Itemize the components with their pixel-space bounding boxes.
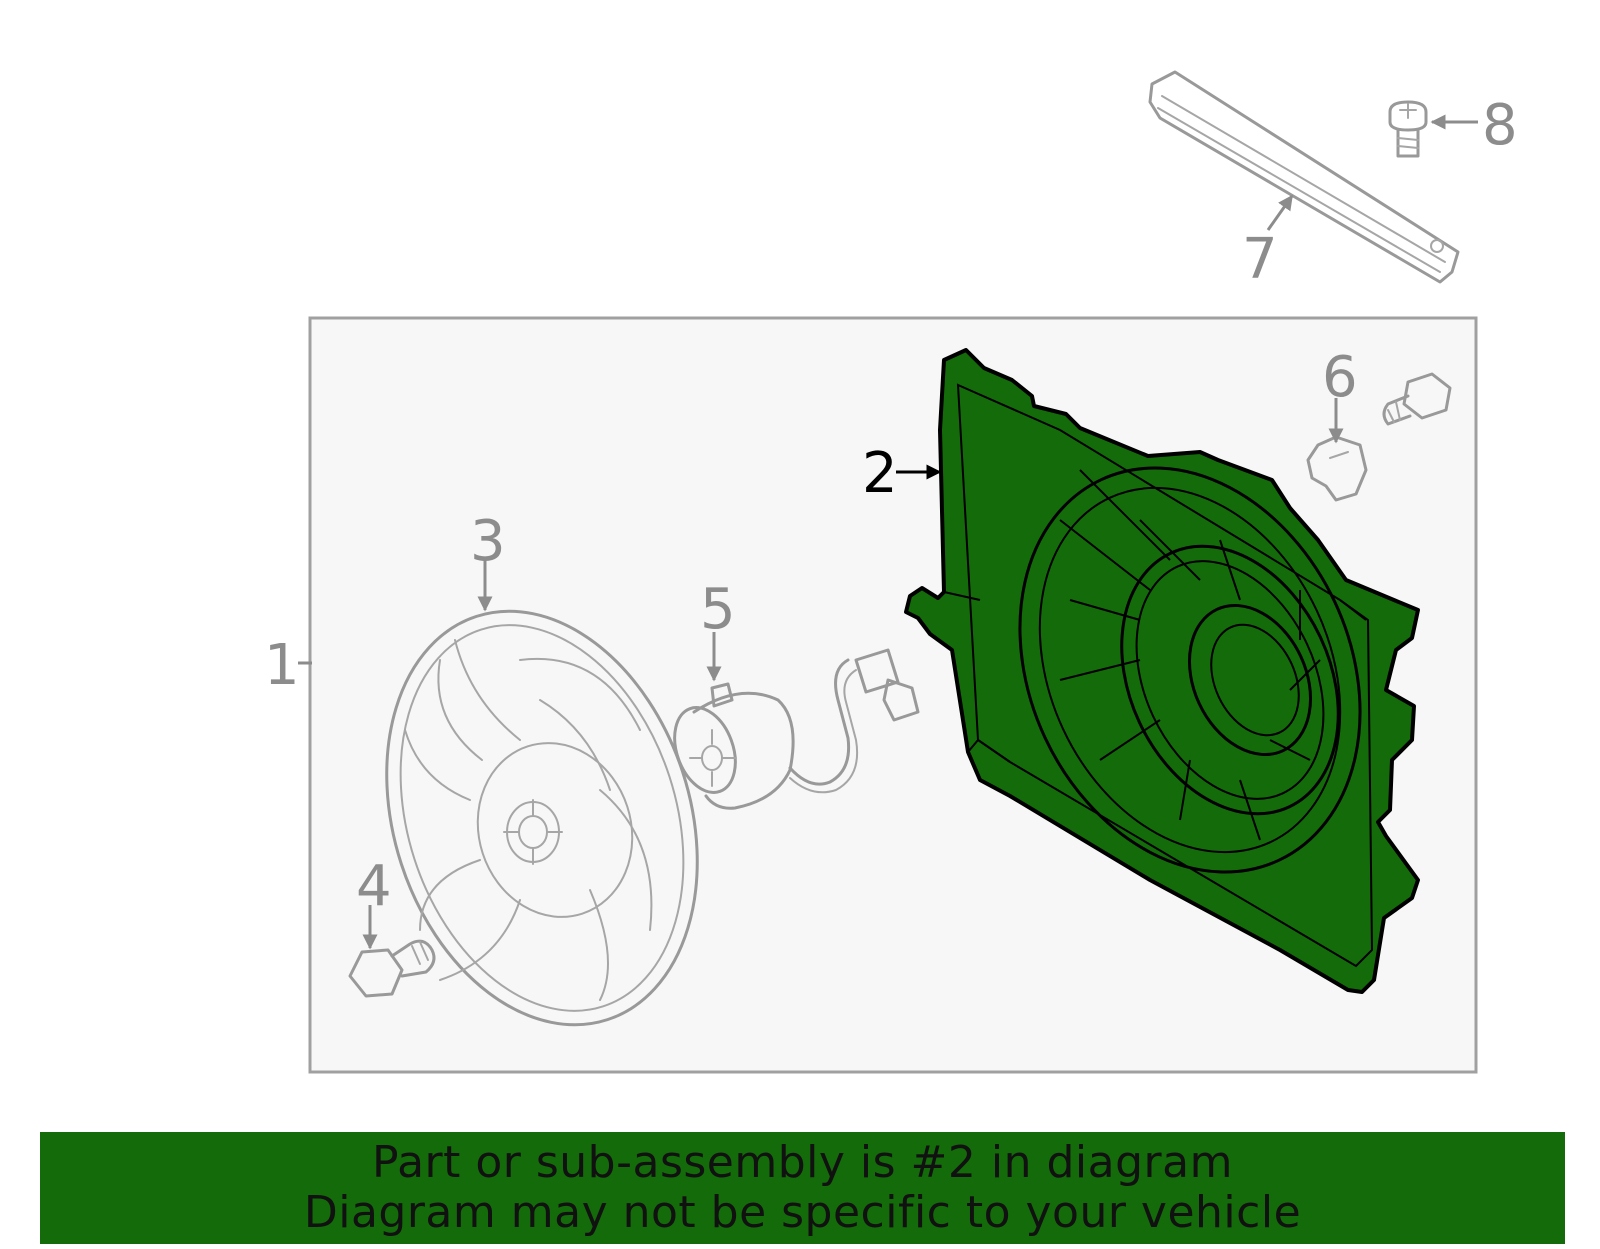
part-6-bolt[interactable]	[1382, 372, 1452, 426]
callout-4: 4	[356, 854, 392, 919]
part-4-bolt[interactable]	[348, 939, 436, 998]
leader-lines	[298, 114, 1478, 950]
callout-8: 8	[1482, 93, 1518, 158]
banner-line-2: Diagram may not be specific to your vehi…	[303, 1187, 1302, 1238]
part-5-motor[interactable]	[664, 648, 920, 810]
info-banner: Part or sub-assembly is #2 in diagram Di…	[40, 1132, 1565, 1244]
callout-1: 1	[264, 633, 300, 698]
callout-7: 7	[1242, 227, 1278, 292]
callout-3: 3	[470, 509, 506, 574]
part-8-screw[interactable]	[1388, 100, 1428, 158]
callout-2: 2	[862, 441, 898, 506]
part-7-upper-bracket[interactable]	[1148, 70, 1460, 284]
callout-6: 6	[1322, 345, 1358, 410]
part-6-clip[interactable]	[1306, 435, 1368, 502]
banner-line-1: Part or sub-assembly is #2 in diagram	[372, 1137, 1233, 1188]
part-2-fan-shroud[interactable]	[904, 348, 1424, 994]
part-3-fan-blade[interactable]	[336, 571, 749, 1066]
callout-5: 5	[700, 577, 736, 642]
